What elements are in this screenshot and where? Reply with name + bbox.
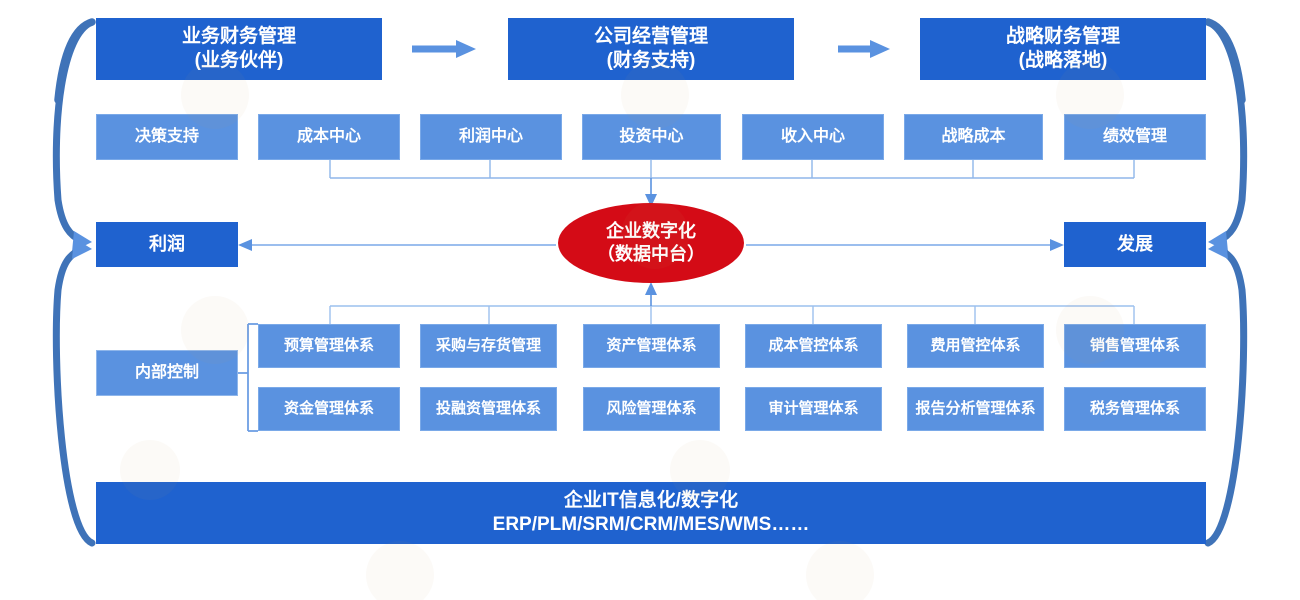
top-box-2-line1: 公司经营管理 (593, 26, 708, 48)
system-box-expense-control[interactable]: 费用管控体系 (907, 324, 1044, 368)
center-box-investment-center[interactable]: 投资中心 (582, 114, 721, 160)
top-box-business-finance[interactable]: 业务财务管理 (业务伙伴) (96, 18, 382, 80)
center-box-profit-center[interactable]: 利润中心 (420, 114, 562, 160)
system-box-report-analysis[interactable]: 报告分析管理体系 (907, 387, 1044, 431)
hub-to-profit-arrow (238, 239, 556, 251)
system-box-asset[interactable]: 资产管理体系 (583, 324, 720, 368)
left-brace-upper (52, 18, 96, 252)
row2-arrow (239, 132, 256, 142)
internal-control-box[interactable]: 内部控制 (96, 350, 238, 396)
system-box-tax[interactable]: 税务管理体系 (1064, 387, 1206, 431)
top-box-1-line1: 业务财务管理 (181, 26, 296, 48)
right-brace-upper (1204, 18, 1248, 252)
hub-line2: （数据中台） (597, 244, 705, 264)
lower-bus (329, 305, 1135, 324)
banner-line2: ERP/PLM/SRM/CRM/MES/WMS…… (492, 514, 810, 535)
system-box-cost-control[interactable]: 成本管控体系 (745, 324, 882, 368)
internal-control-bracket (238, 323, 258, 432)
outcome-box-development[interactable]: 发展 (1064, 222, 1206, 267)
hub-ellipse-digitalization[interactable]: 企业数字化 （数据中台） (558, 203, 744, 283)
hub-to-develop-arrow (746, 239, 1064, 251)
outcome-box-profit[interactable]: 利润 (96, 222, 238, 267)
center-box-decision-support[interactable]: 决策支持 (96, 114, 238, 160)
top-box-company-operations[interactable]: 公司经营管理 (财务支持) (508, 18, 794, 80)
top-box-3-line2: (战略落地) (1018, 50, 1108, 71)
banner-line1: 企业IT信息化/数字化 (563, 490, 739, 512)
system-box-investment-financing[interactable]: 投融资管理体系 (420, 387, 557, 431)
upper-bus-to-hub-arrow (645, 178, 657, 207)
bottom-banner-it-systems[interactable]: 企业IT信息化/数字化 ERP/PLM/SRM/CRM/MES/WMS…… (96, 482, 1206, 544)
left-brace-lower (52, 238, 96, 547)
center-box-performance-mgmt[interactable]: 绩效管理 (1064, 114, 1206, 160)
right-brace-lower (1204, 238, 1248, 547)
system-box-funds[interactable]: 资金管理体系 (258, 387, 400, 431)
top-box-2-line2: (财务支持) (606, 50, 696, 71)
center-box-strategic-cost[interactable]: 战略成本 (904, 114, 1043, 160)
hub-line1: 企业数字化 (606, 220, 696, 241)
upper-bus (329, 160, 1135, 179)
system-box-budget[interactable]: 预算管理体系 (258, 324, 400, 368)
lower-bus-to-hub-arrow (645, 282, 657, 306)
top-arrow-2 (838, 40, 890, 58)
top-box-3-line1: 战略财务管理 (1005, 26, 1120, 48)
system-box-audit[interactable]: 审计管理体系 (745, 387, 882, 431)
top-box-1-line2: (业务伙伴) (194, 50, 284, 71)
system-box-risk[interactable]: 风险管理体系 (583, 387, 720, 431)
top-box-strategic-finance[interactable]: 战略财务管理 (战略落地) (920, 18, 1206, 80)
center-box-revenue-center[interactable]: 收入中心 (742, 114, 884, 160)
system-box-sales[interactable]: 销售管理体系 (1064, 324, 1206, 368)
top-arrow-1 (412, 40, 476, 58)
system-box-procurement-inventory[interactable]: 采购与存货管理 (420, 324, 557, 368)
center-box-cost-center[interactable]: 成本中心 (258, 114, 400, 160)
